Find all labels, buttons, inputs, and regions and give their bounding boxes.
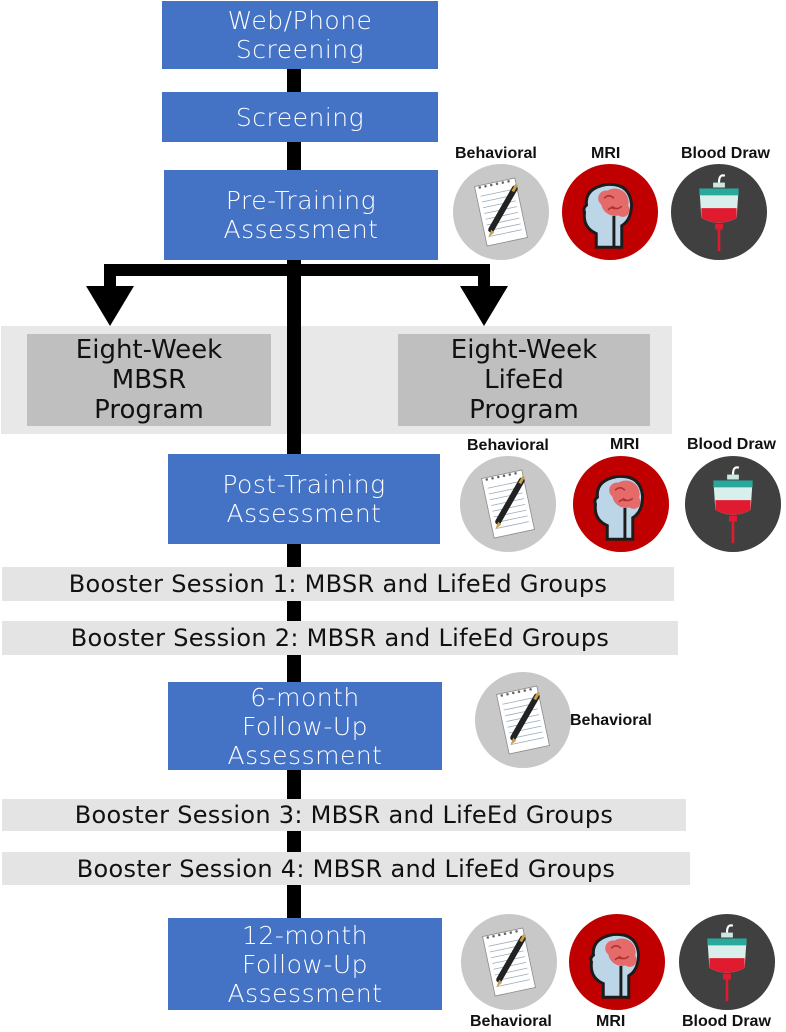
box-line: Assessment [227,740,383,770]
arrow-right-icon [460,286,508,326]
box-line: MBSR [111,365,187,395]
spine-through-panel [287,326,301,434]
box-line: Screening [235,102,365,132]
brain-head-icon [572,455,670,553]
box-line: Screening [235,35,365,64]
brain-head-icon [561,163,659,261]
notepad-pen-icon [452,163,550,261]
box-line: Follow-Up [241,711,369,741]
brain-head-icon [568,913,666,1011]
screening-box: Screening [162,92,438,142]
mri-label: MRI [591,145,621,162]
twelve-month-follow-up-box: 12-month Follow-Up Assessment [168,918,442,1010]
box-line: Web/Phone [227,6,373,35]
booster-session-1-band: Booster Session 1: MBSR and LifeEd Group… [2,567,674,601]
box-line: Eight-Week [75,335,223,365]
box-line: Follow-Up [241,949,369,979]
box-line: 6-month [250,682,360,712]
box-line: LifeEd [484,365,564,395]
booster-session-3-band: Booster Session 3: MBSR and LifeEd Group… [2,799,686,831]
pre-training-assessment-box: Pre-Training Assessment [164,170,438,260]
mbsr-program-box: Eight-Week MBSR Program [27,334,271,426]
web-phone-screening-box: Web/Phone Screening [162,1,438,69]
booster-session-4-band: Booster Session 4: MBSR and LifeEd Group… [2,852,690,885]
notepad-pen-icon [460,913,558,1011]
arrow-left-icon [86,286,134,326]
lifeed-program-box: Eight-Week LifeEd Program [398,334,650,426]
box-line: Pre-Training [225,186,377,215]
behavioral-label: Behavioral [455,145,537,162]
six-month-follow-up-box: 6-month Follow-Up Assessment [168,682,442,770]
post-training-assessment-box: Post-Training Assessment [168,454,440,544]
branch-right-drop [478,264,490,288]
box-line: Assessment [223,215,379,244]
booster-session-2-band: Booster Session 2: MBSR and LifeEd Group… [2,621,678,655]
notepad-pen-icon [474,671,572,769]
behavioral-label: Behavioral [467,437,549,454]
box-line: Program [469,395,579,425]
iv-blood-bag-icon [670,163,768,261]
behavioral-label: Behavioral [470,1013,552,1030]
blood-draw-label: Blood Draw [682,1013,771,1030]
box-line: 12-month [242,920,368,950]
blood-draw-label: Blood Draw [687,436,776,453]
branch-left-drop [104,264,116,288]
box-line: Eight-Week [450,335,598,365]
box-line: Assessment [226,499,382,528]
box-line: Post-Training [222,470,386,499]
mri-label: MRI [610,436,640,453]
box-line: Assessment [227,978,383,1008]
blood-draw-label: Blood Draw [681,145,770,162]
box-line: Program [94,395,204,425]
branch-connector [104,264,490,276]
behavioral-label: Behavioral [570,712,652,729]
iv-blood-bag-icon [684,455,782,553]
iv-blood-bag-icon [678,913,776,1011]
notepad-pen-icon [459,455,557,553]
mri-label: MRI [596,1013,626,1030]
